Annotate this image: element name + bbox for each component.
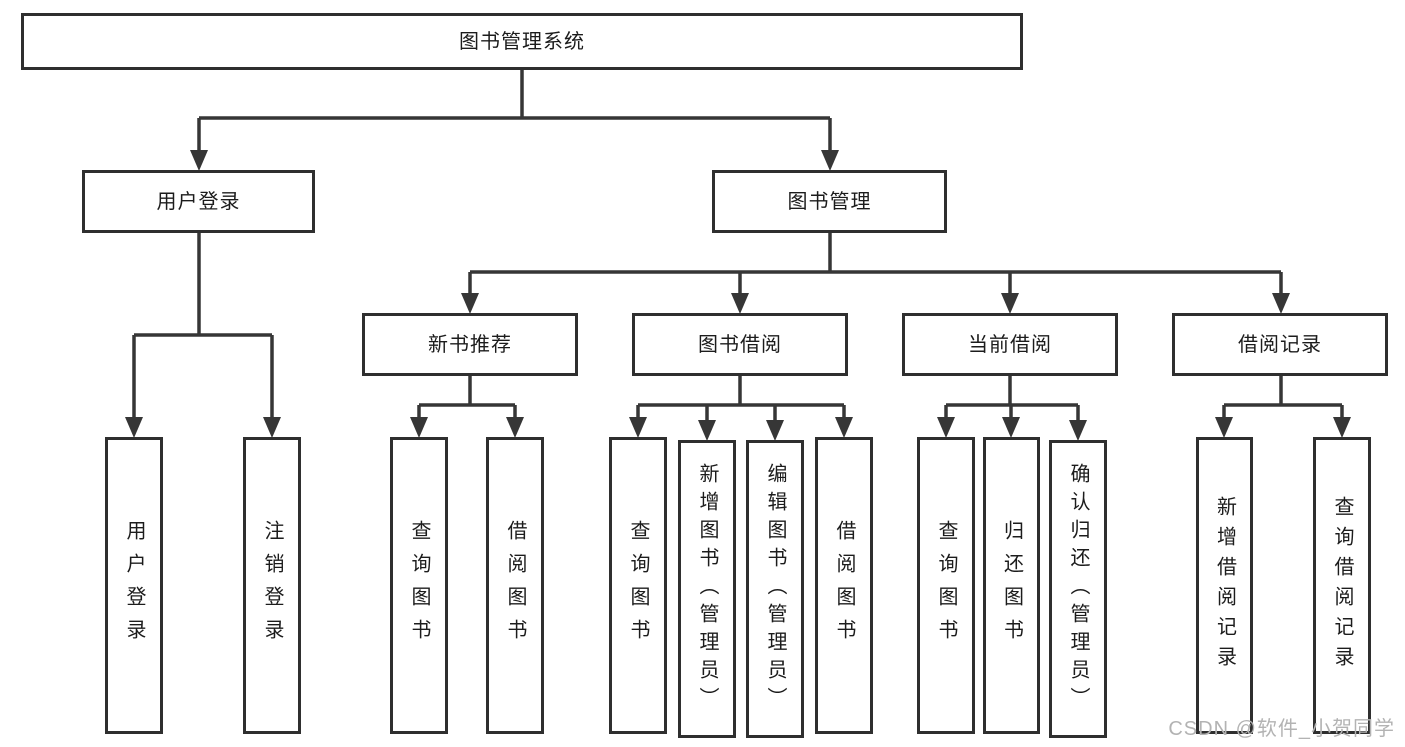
leaf-query-borrow-record-label: 查询借阅记录 xyxy=(1331,495,1353,676)
watermark: CSDN @软件_小贺同学 xyxy=(1168,718,1395,740)
leaf-borrow-books: 借阅图书 xyxy=(815,437,873,734)
leaf-borrow-books-recommend: 借阅图书 xyxy=(486,437,544,734)
leaf-add-book-admin-label: 新增图书（管理员） xyxy=(696,463,718,715)
leaf-query-borrow-record: 查询借阅记录 xyxy=(1313,437,1371,734)
leaf-edit-book-admin: 编辑图书（管理员） xyxy=(746,440,804,738)
leaf-logout-label: 注销登录 xyxy=(261,519,283,652)
leaf-query-books-recommend: 查询图书 xyxy=(390,437,448,734)
leaf-user-login-label: 用户登录 xyxy=(123,519,145,652)
leaf-query-books-recommend-label: 查询图书 xyxy=(408,519,430,652)
leaf-confirm-return-admin: 确认归还（管理员） xyxy=(1049,440,1107,738)
leaf-query-books-current: 查询图书 xyxy=(917,437,975,734)
leaf-borrow-books-recommend-label: 借阅图书 xyxy=(504,519,526,652)
leaf-query-books-borrow: 查询图书 xyxy=(609,437,667,734)
leaf-user-login: 用户登录 xyxy=(105,437,163,734)
leaf-edit-book-admin-label: 编辑图书（管理员） xyxy=(764,463,786,715)
node-new-book-recommend-label: 新书推荐 xyxy=(428,333,512,356)
leaf-add-borrow-record: 新增借阅记录 xyxy=(1196,437,1253,734)
node-current-borrowing: 当前借阅 xyxy=(902,313,1118,376)
node-borrowing-records-label: 借阅记录 xyxy=(1238,333,1322,356)
leaf-add-book-admin: 新增图书（管理员） xyxy=(678,440,736,738)
node-root: 图书管理系统 xyxy=(21,13,1023,70)
node-root-label: 图书管理系统 xyxy=(459,30,585,53)
node-current-borrowing-label: 当前借阅 xyxy=(968,333,1052,356)
node-book-management-label: 图书管理 xyxy=(787,190,872,213)
node-user-login-label: 用户登录 xyxy=(156,190,241,213)
leaf-confirm-return-admin-label: 确认归还（管理员） xyxy=(1067,463,1089,715)
node-book-borrowing: 图书借阅 xyxy=(632,313,848,376)
leaf-add-borrow-record-label: 新增借阅记录 xyxy=(1213,495,1236,676)
node-user-login: 用户登录 xyxy=(82,170,315,233)
arrowhead-icons xyxy=(125,150,1351,441)
node-new-book-recommend: 新书推荐 xyxy=(362,313,578,376)
node-book-management: 图书管理 xyxy=(712,170,947,233)
leaf-return-book-label: 归还图书 xyxy=(1000,519,1023,652)
node-borrowing-records: 借阅记录 xyxy=(1172,313,1388,376)
leaf-logout: 注销登录 xyxy=(243,437,301,734)
leaf-query-books-current-label: 查询图书 xyxy=(935,519,957,652)
leaf-borrow-books-label: 借阅图书 xyxy=(833,519,855,652)
node-book-borrowing-label: 图书借阅 xyxy=(698,333,782,356)
leaf-query-books-borrow-label: 查询图书 xyxy=(627,519,649,652)
leaf-return-book: 归还图书 xyxy=(983,437,1040,734)
